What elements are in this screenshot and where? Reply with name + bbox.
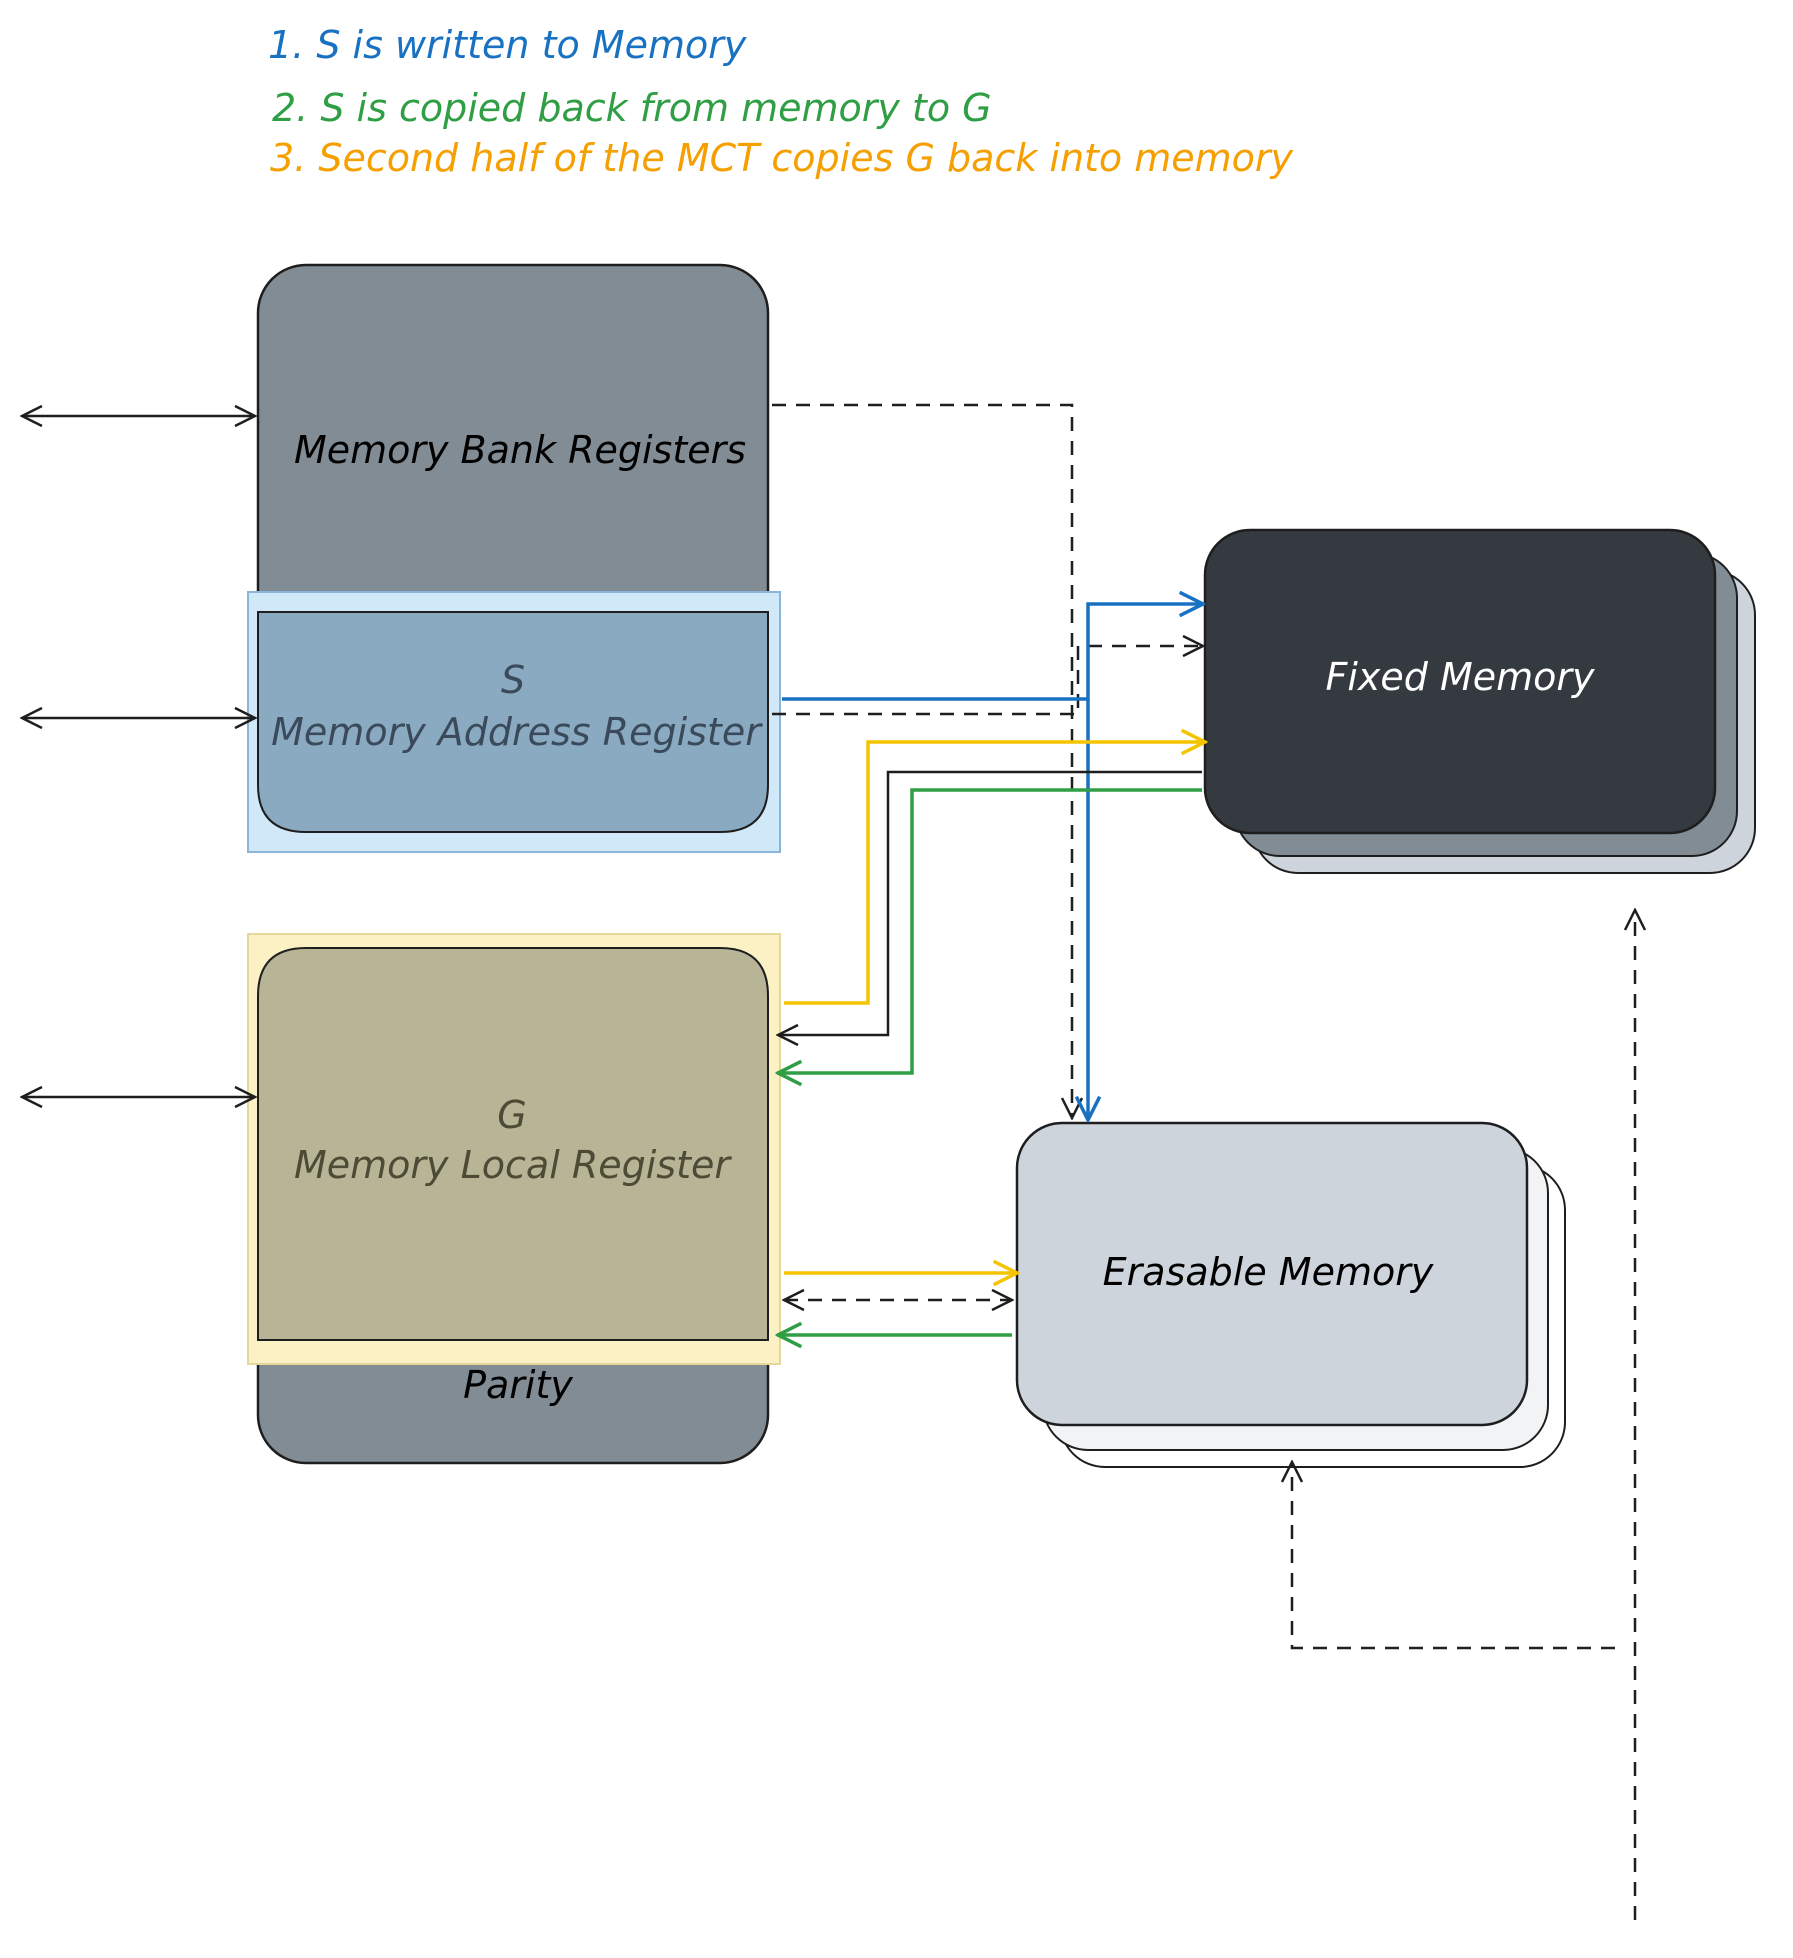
s-symbol-label: S <box>501 658 525 702</box>
step3-local-to-fixed-arrow <box>784 742 1205 1005</box>
step2-fixed-to-local-arrow <box>778 788 1202 1073</box>
memory-local-register-label: Memory Local Register <box>294 1143 732 1187</box>
legend-step-3: 3. Second half of the MCT copies G back … <box>270 136 1294 180</box>
fixed-to-local-return-line <box>778 770 1202 1035</box>
memory-bank-registers-label: Memory Bank Registers <box>294 428 746 472</box>
legend-step-1: 1. S is written to Memory <box>268 23 747 67</box>
bank-to-erasable-dashed-line <box>772 403 1072 1118</box>
erasable-memory-label: Erasable Memory <box>1103 1250 1434 1294</box>
fixed-memory-label: Fixed Memory <box>1325 655 1595 699</box>
bottom-to-erasable-dashed-line <box>1292 1462 1615 1650</box>
fixed-memory-stack: Fixed Memory <box>1203 528 1756 874</box>
erasable-memory-stack: Erasable Memory <box>1015 1121 1566 1468</box>
legend-step-2: 2. S is copied back from memory to G <box>272 86 992 130</box>
address-to-fixed-dashed-line <box>772 646 1203 716</box>
parity-label: Parity <box>463 1363 573 1407</box>
memory-address-register-label: Memory Address Register <box>271 710 763 754</box>
step1-address-to-fixed-arrow <box>782 604 1203 701</box>
memory-address-register-block: S Memory Address Register <box>247 591 781 853</box>
memory-local-register-block: G Memory Local Register Parity <box>247 933 781 1465</box>
g-symbol-label: G <box>497 1093 526 1137</box>
